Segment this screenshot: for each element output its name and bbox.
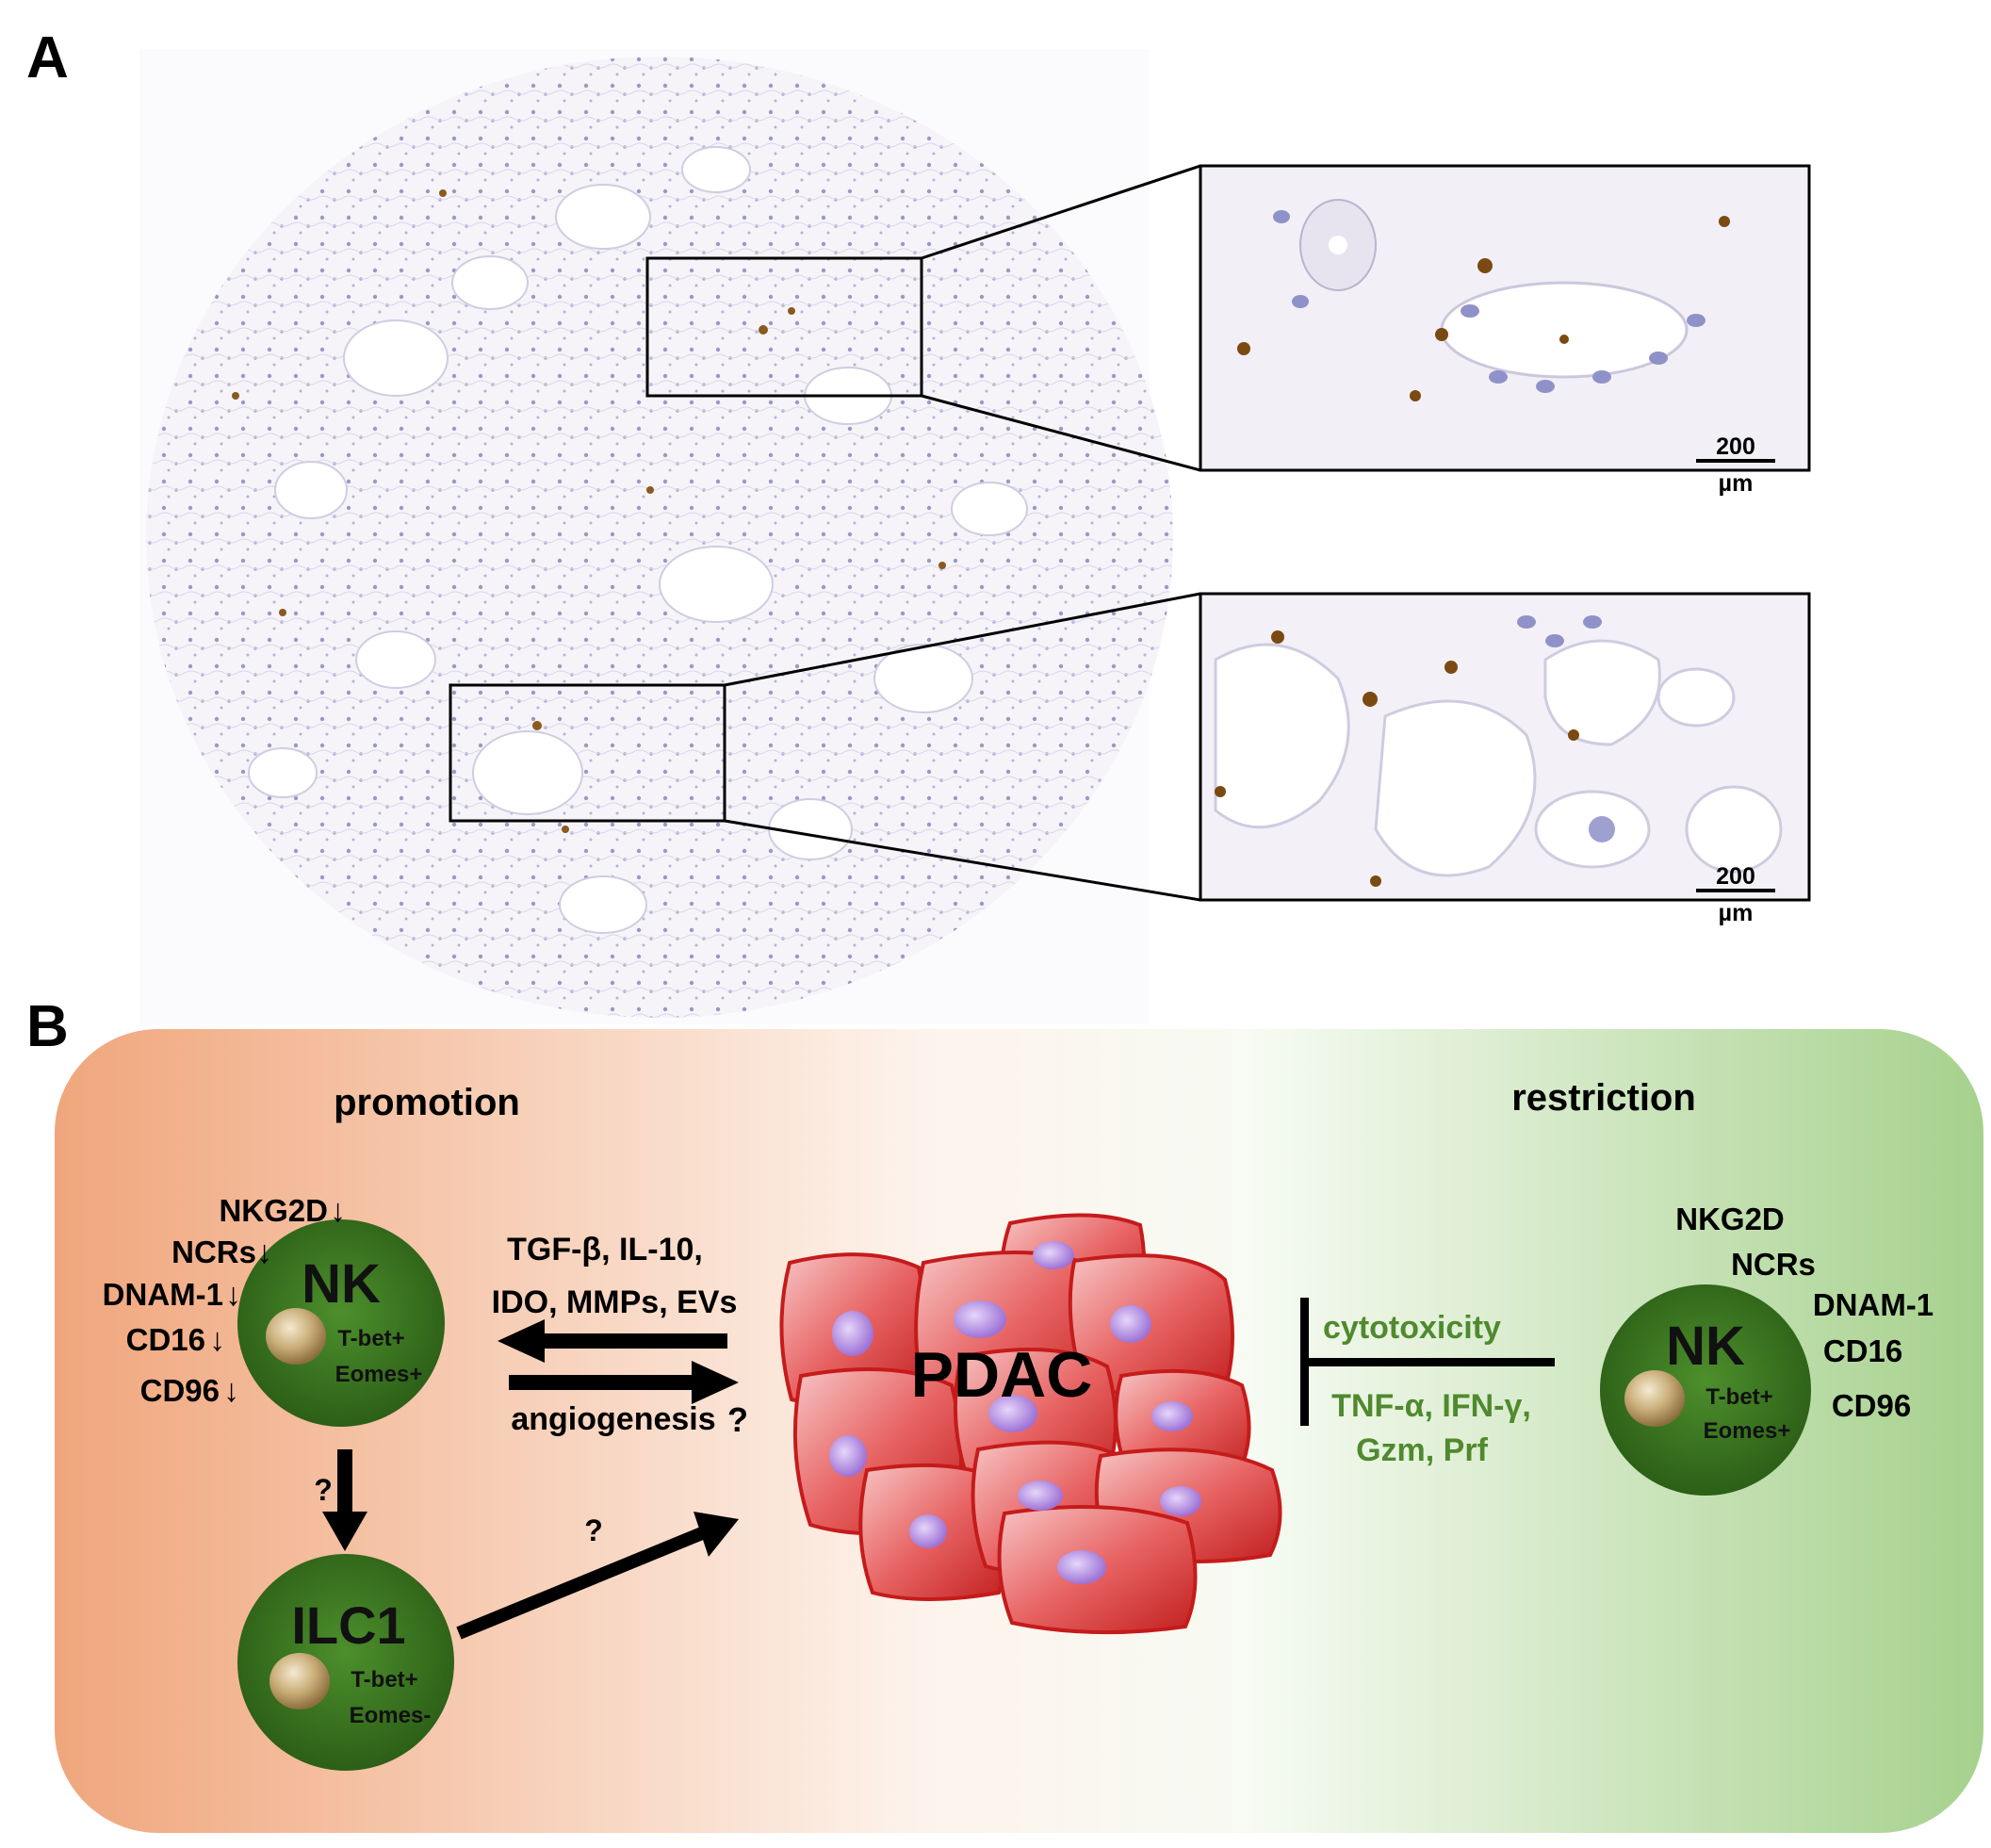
scale-bar-value: 200: [1716, 433, 1755, 460]
receptor-ncrs: NCRs: [1731, 1247, 1816, 1282]
down-arrow-icon: ↓: [256, 1235, 272, 1270]
receptor-nkg2d: NKG2D: [219, 1193, 328, 1228]
inset-frame: [1199, 164, 1811, 472]
ilc1-cell-body: [237, 1554, 454, 1771]
suppressive-factors-line2: IDO, MMPs, EVs: [492, 1284, 738, 1320]
ilc1-cell-label: ILC1: [291, 1595, 405, 1655]
receptor-cd16: CD16: [1823, 1333, 1902, 1368]
stained-cells: [232, 189, 946, 833]
arrow-head-icon: [322, 1512, 367, 1551]
angiogenesis-question-mark: ?: [727, 1400, 748, 1439]
receptor-ncrs: NCRs: [171, 1235, 256, 1269]
zoom-box-lower: [449, 683, 726, 823]
nk-cell-body: [237, 1219, 445, 1427]
tumor-nuclei: [829, 1241, 1201, 1584]
nk-eomes-label: Eomes+: [335, 1362, 423, 1387]
cytotoxicity-label: cytotoxicity: [1323, 1310, 1501, 1346]
ilc1-tbet-label: T-bet+: [351, 1667, 417, 1693]
cytokines-line1: TNF-α, IFN-γ,: [1331, 1388, 1531, 1424]
nk-to-tumor-arrow: [509, 1361, 739, 1404]
arrow-head-icon: [694, 1512, 739, 1557]
receptor-cd96: CD96: [140, 1373, 220, 1408]
suppressive-factors-line1: TGF-β, IL-10,: [507, 1232, 703, 1267]
nk-cell-label: NK: [302, 1253, 381, 1315]
ilc1-effect-question-mark: ?: [584, 1513, 603, 1547]
scale-bar-unit: µm: [1719, 470, 1754, 497]
promotion-title: promotion: [334, 1082, 520, 1123]
down-arrow-icon: ↓: [209, 1322, 225, 1358]
inset-frame: [1199, 592, 1811, 902]
arrow-head-icon: [498, 1319, 545, 1363]
angiogenesis-label: angiogenesis: [511, 1401, 715, 1437]
zoom-line: [724, 592, 1201, 687]
conversion-question-mark: ?: [314, 1473, 333, 1507]
nk-to-ilc1-arrow: [322, 1449, 367, 1551]
zoom-box-upper: [645, 256, 923, 398]
tissue-core: [146, 57, 1173, 1018]
panel-a-label: A: [26, 25, 69, 90]
arrow-head-icon: [692, 1361, 739, 1404]
cytokines-line2: Gzm, Prf: [1356, 1432, 1488, 1468]
receptor-cd16: CD16: [126, 1322, 205, 1357]
down-arrow-icon: ↓: [330, 1193, 346, 1229]
receptor-cd96: CD96: [1832, 1388, 1911, 1423]
zoom-line: [724, 819, 1201, 902]
nk-cell-left: NK T-bet+ Eomes+: [237, 1219, 445, 1427]
ilc1-cell: ILC1 T-bet+ Eomes-: [237, 1554, 454, 1771]
tumor-to-nk-arrow: [498, 1319, 727, 1363]
receptor-nkg2d: NKG2D: [1675, 1202, 1785, 1236]
receptor-dnam1: DNAM-1: [1813, 1287, 1934, 1322]
ilc1-to-tumor-arrow: [456, 1512, 739, 1640]
nk-cell-label: NK: [1666, 1316, 1745, 1377]
nk-eomes-label: Eomes+: [1704, 1418, 1791, 1444]
ilc1-eomes-label: Eomes-: [350, 1703, 432, 1728]
down-arrow-icon: ↓: [223, 1373, 239, 1409]
inset-micrograph-upper: 200 µm: [1199, 164, 1811, 497]
zoom-line: [921, 394, 1201, 472]
inset-micrograph-lower: 200 µm: [1199, 592, 1811, 926]
restriction-title: restriction: [1511, 1077, 1696, 1119]
nk-left-receptor-list: NKG2D ↓ NCRs ↓ DNAM-1 ↓ CD16 ↓ CD96 ↓: [103, 1193, 346, 1409]
scale-bar-value: 200: [1716, 863, 1755, 890]
cell-nucleus: [266, 1308, 326, 1365]
nk-cell-body: [1600, 1284, 1811, 1496]
inhibition-bar: [1300, 1298, 1555, 1426]
down-arrow-icon: ↓: [225, 1277, 241, 1313]
pdac-tumor-cluster: PDAC: [779, 1213, 1282, 1635]
zoom-line: [921, 164, 1201, 260]
receptor-dnam1: DNAM-1: [103, 1277, 223, 1312]
nk-tbet-label: T-bet+: [337, 1326, 404, 1351]
panel-b-label: B: [26, 994, 69, 1059]
scale-bar-unit: µm: [1719, 900, 1754, 926]
tissue-lumens: [248, 146, 1028, 934]
nk-tbet-label: T-bet+: [1705, 1384, 1772, 1410]
tissue-core-micrograph: [139, 49, 1201, 1024]
nk-cell-right: NK T-bet+ Eomes+: [1600, 1284, 1811, 1496]
cell-nucleus: [1624, 1370, 1685, 1427]
nk-right-receptor-list: NKG2D NCRs DNAM-1 CD16 CD96: [1675, 1202, 1934, 1423]
pdac-label: PDAC: [911, 1339, 1093, 1411]
cell-nucleus: [269, 1653, 330, 1709]
